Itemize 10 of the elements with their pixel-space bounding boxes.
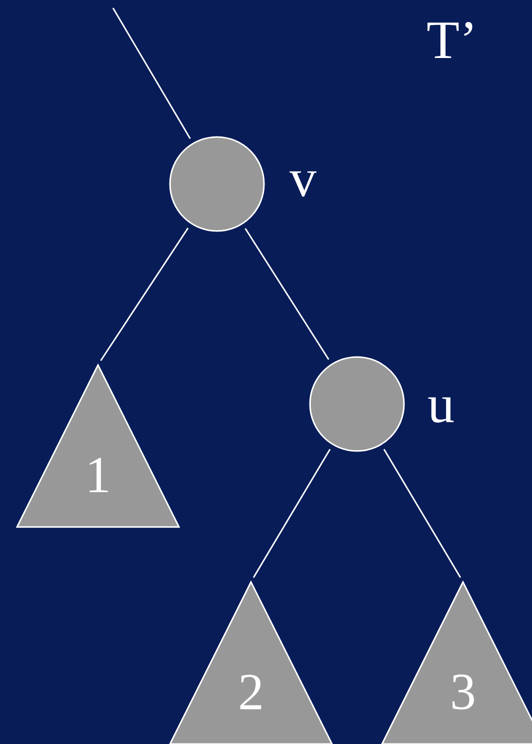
connector-line — [100, 228, 189, 362]
connector-line — [383, 448, 462, 578]
node-label: v — [290, 171, 316, 197]
circle-node — [309, 356, 405, 452]
connector-line — [244, 228, 330, 360]
connector-line — [252, 448, 331, 578]
tree-label: T’ — [427, 22, 472, 58]
connector-line — [112, 8, 191, 139]
node-label: u — [428, 397, 454, 423]
circle-node — [169, 136, 265, 232]
